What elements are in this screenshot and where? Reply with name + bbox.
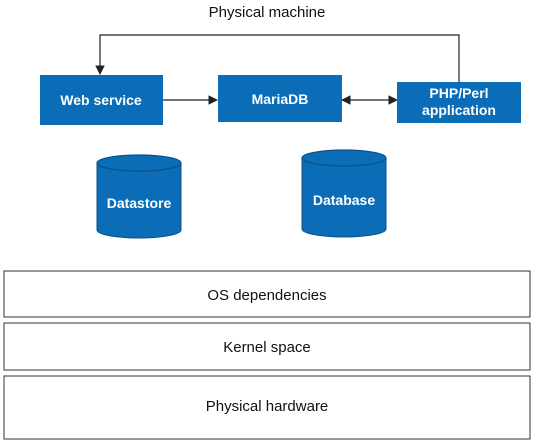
mariadb-label: MariaDB xyxy=(252,91,309,107)
datastore-cylinder: Datastore xyxy=(96,154,182,239)
mariadb-node: MariaDB xyxy=(218,75,342,122)
kernel-space-label: Kernel space xyxy=(223,339,311,356)
php-perl-label-line-2: application xyxy=(422,102,496,118)
web-service-node: Web service xyxy=(40,75,163,125)
web-service-label: Web service xyxy=(60,92,142,108)
diagram-title: Physical machine xyxy=(209,4,326,21)
database-cylinder: Database xyxy=(301,149,387,238)
physical-hardware-layer: Physical hardware xyxy=(3,375,531,440)
loop-connector xyxy=(95,34,460,82)
database-label: Database xyxy=(313,192,375,208)
kernel-space-layer: Kernel space xyxy=(3,322,531,371)
os-dependencies-label: OS dependencies xyxy=(207,287,326,304)
php-perl-label-line-1: PHP/Perl xyxy=(429,85,488,101)
physical-hardware-label: Physical hardware xyxy=(206,398,329,415)
datastore-label: Datastore xyxy=(107,195,172,211)
php-perl-application-node: PHP/Perl application xyxy=(397,82,521,123)
os-dependencies-layer: OS dependencies xyxy=(3,270,531,318)
